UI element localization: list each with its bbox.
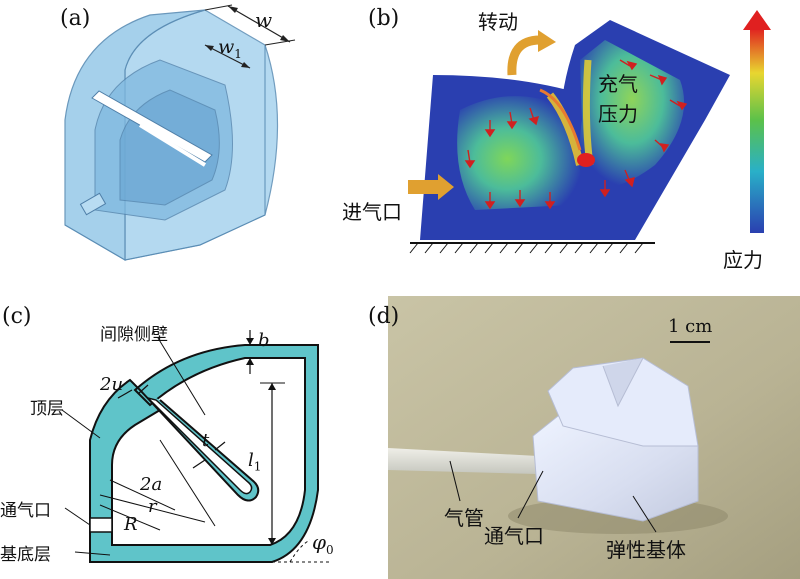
- vent-label-d: 通气口: [484, 524, 544, 548]
- base-layer-label: 基底层: [0, 545, 51, 565]
- stress-label: 应力: [723, 248, 763, 272]
- panel-c-drawing: [61, 330, 330, 563]
- dim-w1-label: w1: [218, 36, 242, 61]
- scale-bar-label: 1 cm: [668, 316, 713, 337]
- dim-R-label: R: [124, 514, 138, 535]
- inflation-pressure-label-1: 充气: [598, 72, 638, 96]
- dim-2a-label: 2a: [140, 474, 163, 495]
- panel-b-drawing: [408, 10, 771, 254]
- elastic-base-label: 弹性基体: [606, 538, 686, 562]
- dim-l1-label: l1: [248, 450, 262, 474]
- dim-phi-label: φ0: [312, 530, 334, 557]
- inlet-label: 进气口: [342, 200, 402, 224]
- panel-d-photo: [388, 296, 800, 579]
- panel-c: (c) 间隙侧壁 顶层 通气口 基底层 b 2u t l1 2a r R φ0: [0, 290, 400, 579]
- dim-t-label: t: [202, 430, 210, 451]
- dim-2u-label: 2u: [100, 374, 124, 395]
- dim-b-label: b: [258, 330, 270, 351]
- vent-label-c: 通气口: [0, 501, 51, 521]
- panel-a-letter: (a): [60, 6, 91, 31]
- top-layer-label: 顶层: [30, 399, 64, 419]
- dim-w-label: w: [255, 8, 273, 32]
- dim-r-label: r: [148, 496, 157, 517]
- panel-a: (a) w w1: [0, 0, 400, 280]
- panel-d-letter: (d): [368, 304, 400, 329]
- rotate-label: 转动: [478, 10, 518, 34]
- panel-b-letter: (b): [368, 6, 400, 31]
- air-tube-label: 气管: [444, 506, 484, 530]
- panel-d: (d) 1 cm 气管 通气口 弹性基体: [368, 296, 800, 579]
- panel-c-letter: (c): [2, 304, 32, 329]
- gap-wall-label: 间隙侧壁: [100, 325, 168, 345]
- inflation-pressure-label-2: 压力: [598, 102, 638, 126]
- panel-b: (b) 转动 充气 压力 进气口 应力: [342, 0, 800, 280]
- panel-a-drawing: [64, 4, 296, 262]
